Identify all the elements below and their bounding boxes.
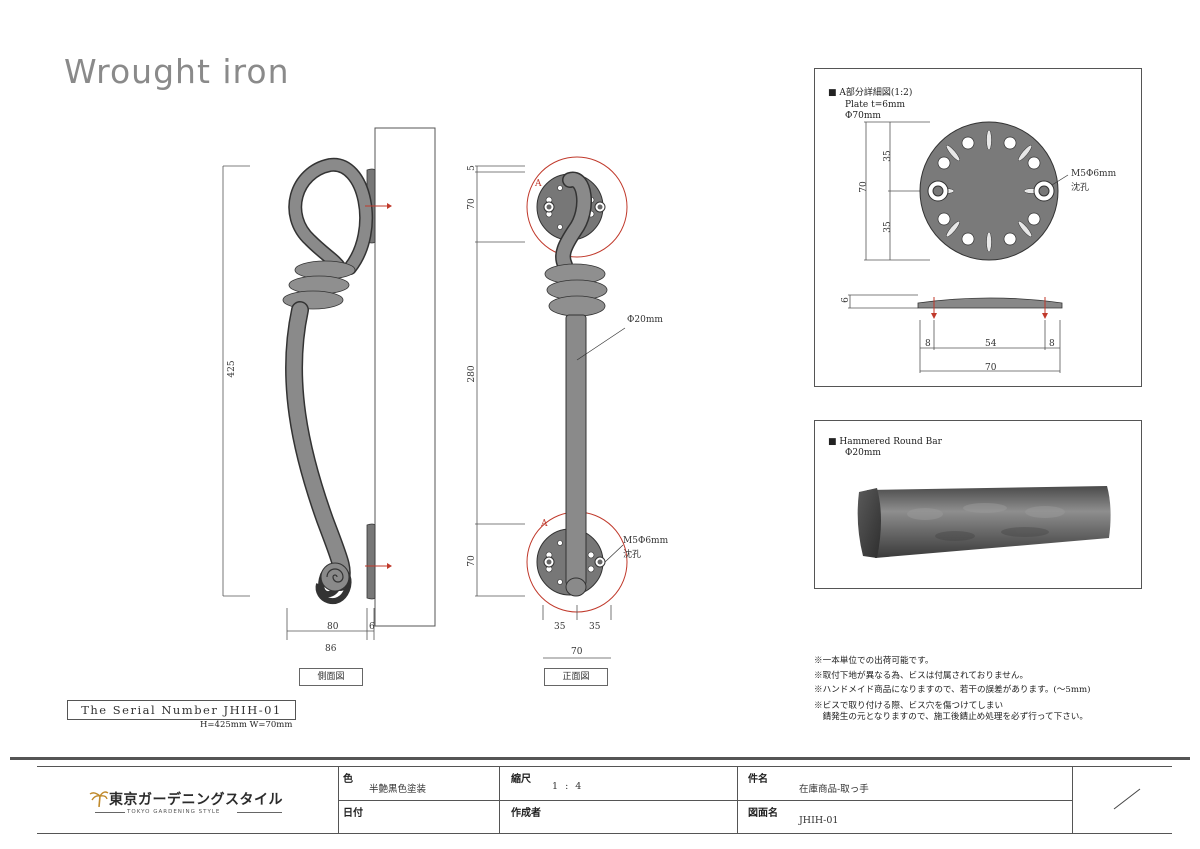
front-view-drawing bbox=[475, 156, 628, 620]
note-item: ※ハンドメイド商品になりますので、若干の誤差があります。(～5mm) bbox=[814, 685, 1091, 695]
note-item: ※取付下地が異なる為、ビスは付属されておりません。 bbox=[814, 670, 1029, 681]
detail-dim-70-bottom: 70 bbox=[985, 363, 997, 373]
front-dim-70-top: 70 bbox=[467, 198, 477, 210]
side-dim-height: 425 bbox=[227, 360, 237, 378]
front-phi-label: Φ20mm bbox=[627, 315, 663, 325]
detail-screw-label-1: M5Φ6mm bbox=[1071, 169, 1117, 179]
side-view-drawing bbox=[222, 127, 436, 640]
detail-a-diameter: Φ70mm bbox=[845, 111, 881, 121]
color-label: 色 bbox=[343, 774, 353, 785]
detail-a-plate: Plate t=6mm bbox=[845, 100, 906, 110]
hammered-heading: ■ Hammered Round Bar bbox=[828, 437, 942, 447]
revision-slash bbox=[1113, 788, 1141, 810]
side-view-caption: 側面図 bbox=[299, 668, 363, 686]
date-label: 日付 bbox=[343, 808, 363, 819]
front-screw-label-2: 沈孔 bbox=[623, 550, 642, 560]
front-dim-70-width: 70 bbox=[571, 647, 583, 657]
front-width-dim bbox=[543, 657, 611, 659]
company-name-en: TOKYO GARDENING STYLE bbox=[127, 809, 221, 815]
drawing-label: 図面名 bbox=[748, 808, 778, 819]
title-block-divider bbox=[338, 800, 1072, 801]
detail-dim-8-left: 8 bbox=[925, 339, 931, 349]
author-label: 作成者 bbox=[511, 808, 541, 819]
palm-logo-icon bbox=[89, 791, 109, 807]
side-dim-80: 80 bbox=[327, 622, 339, 632]
front-dim-35-left: 35 bbox=[554, 622, 566, 632]
logo-underline bbox=[237, 812, 282, 813]
item-value: 在庫商品-取っ手 bbox=[799, 784, 869, 795]
note-item: 錆発生の元となりますので、施工後錆止め処理を必ず行って下さい。 bbox=[814, 711, 1088, 722]
detail-dim-35-bottom: 35 bbox=[883, 221, 893, 233]
note-item: ※一本単位での出荷可能です。 bbox=[814, 656, 934, 666]
hammered-diameter: Φ20mm bbox=[845, 448, 881, 458]
detail-dim-54: 54 bbox=[985, 339, 997, 349]
title-block: 東京ガーデニングスタイル TOKYO GARDENING STYLE 色 半艶黒… bbox=[37, 766, 1172, 834]
page-title: Wrought iron bbox=[64, 52, 290, 91]
title-block-divider bbox=[1072, 767, 1073, 833]
front-screw-label-1: M5Φ6mm bbox=[623, 536, 669, 546]
detail-dim-8-right: 8 bbox=[1049, 339, 1055, 349]
color-value: 半艶黒色塗装 bbox=[369, 784, 427, 795]
detail-dim-70: 70 bbox=[859, 181, 869, 193]
logo-underline bbox=[95, 812, 125, 813]
front-label-a-bottom: A bbox=[541, 519, 548, 529]
detail-a-heading: ■ A部分詳細図(1:2) bbox=[828, 88, 913, 98]
title-block-rule bbox=[10, 757, 1190, 760]
company-name-jp: 東京ガーデニングスタイル bbox=[109, 792, 283, 808]
side-dim-86: 86 bbox=[325, 644, 337, 654]
serial-size: H=425mm W=70mm bbox=[200, 720, 293, 730]
detail-dim-35-top: 35 bbox=[883, 150, 893, 162]
scale-value: 1 : 4 bbox=[552, 781, 584, 792]
front-label-a-top: A bbox=[535, 179, 542, 189]
scale-label: 縮尺 bbox=[511, 774, 531, 785]
front-dim-280: 280 bbox=[467, 365, 477, 383]
detail-dim-6: 6 bbox=[841, 297, 851, 303]
front-view-caption: 正面図 bbox=[544, 668, 608, 686]
item-label: 件名 bbox=[748, 774, 768, 785]
hammered-bar-image bbox=[857, 486, 1111, 558]
side-dim-6: 6 bbox=[369, 622, 375, 632]
drawing-value: JHIH-01 bbox=[799, 815, 839, 826]
detail-a-drawing bbox=[848, 121, 1069, 373]
note-item: ※ビスで取り付ける際、ビス穴を傷つけてしまい bbox=[814, 700, 1004, 711]
serial-number-box: The Serial Number JHIH-01 bbox=[67, 700, 296, 720]
notes-list: ※一本単位での出荷可能です。 ※取付下地が異なる為、ビスは付属されておりません。… bbox=[814, 654, 1091, 723]
front-dim-5: 5 bbox=[467, 165, 477, 171]
detail-screw-label-2: 沈孔 bbox=[1071, 183, 1090, 193]
front-dim-35-right: 35 bbox=[589, 622, 601, 632]
front-dim-70-bottom: 70 bbox=[467, 555, 477, 567]
